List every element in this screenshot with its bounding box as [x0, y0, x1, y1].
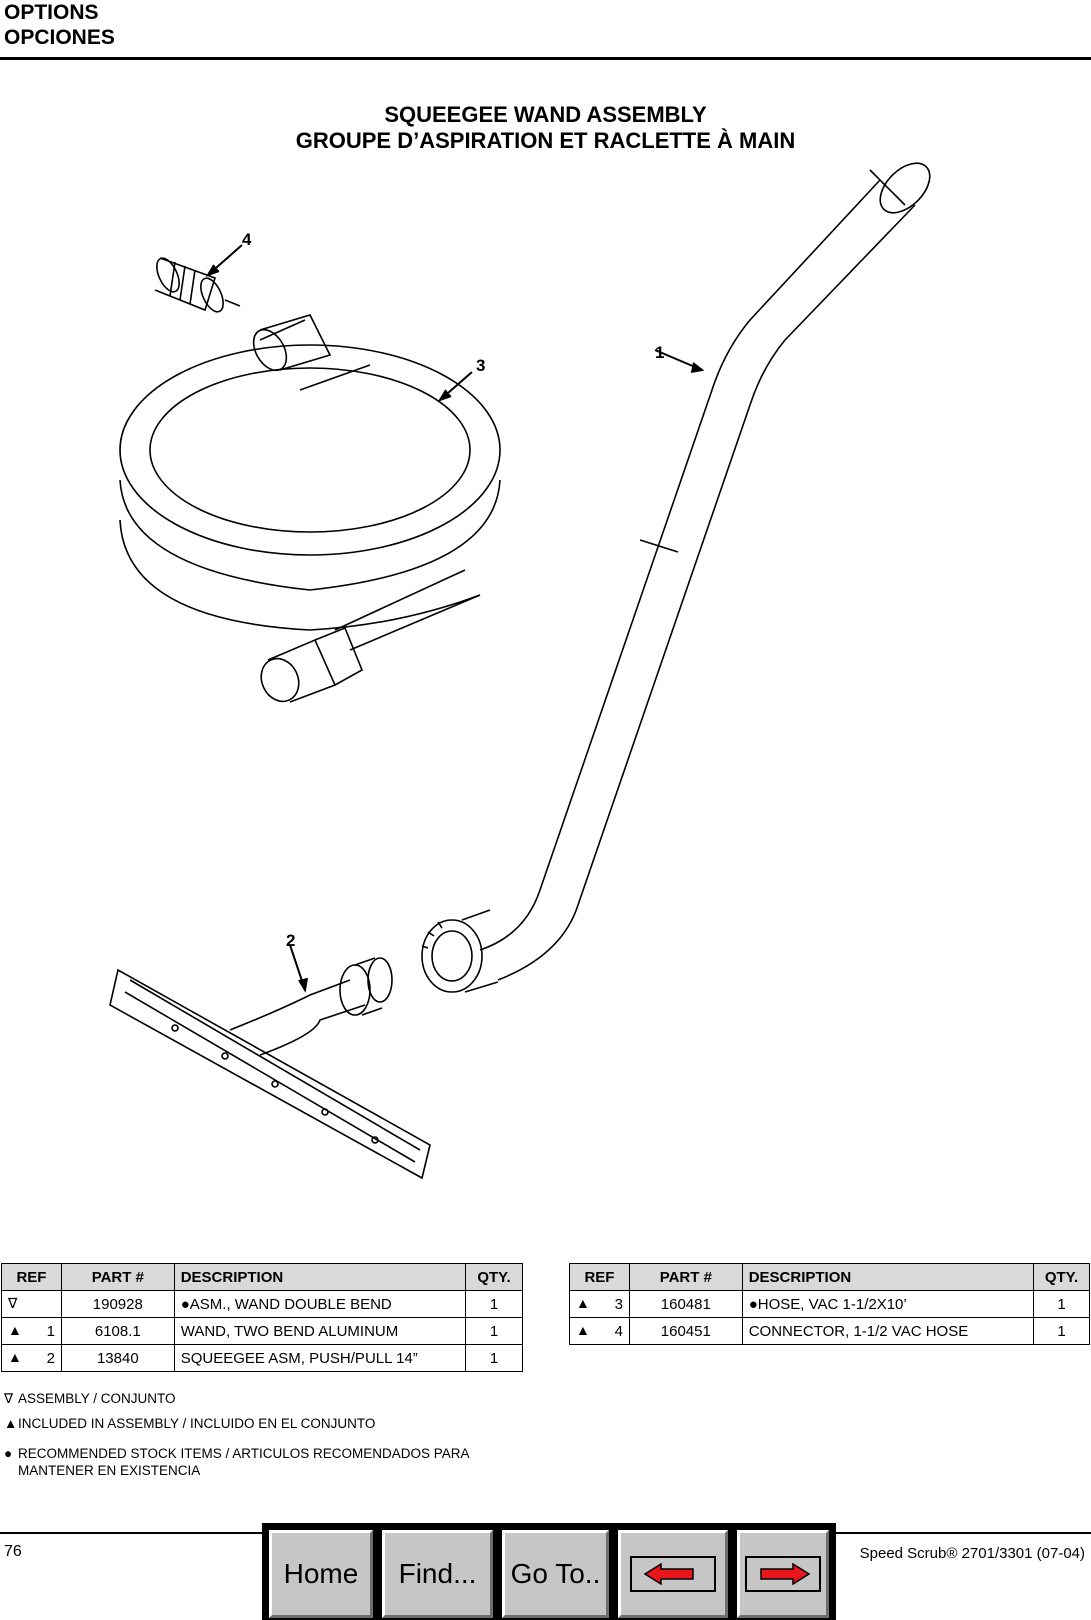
col-qty: QTY.: [1033, 1263, 1090, 1291]
included-symbol: ▲: [576, 1322, 590, 1338]
home-button[interactable]: Home: [269, 1530, 373, 1618]
table-row: ▲4 160451 CONNECTOR, 1-1/2 VAC HOSE 1: [569, 1317, 1090, 1345]
quantity: 1: [1033, 1290, 1090, 1318]
squeegee-illustration: [109, 957, 431, 1180]
quantity: 1: [465, 1317, 523, 1345]
assembly-symbol: ∇: [4, 1391, 14, 1406]
parts-table-right: REF PART # DESCRIPTION QTY. ▲3 160481 ●H…: [569, 1263, 1090, 1345]
part-number: 160481: [628, 1290, 743, 1318]
table-row: ▲3 160481 ●HOSE, VAC 1-1/2X10’ 1: [569, 1290, 1090, 1318]
part-number: 13840: [60, 1344, 175, 1372]
callout-2: 2: [286, 931, 295, 950]
hose-illustration: [119, 314, 501, 703]
section-heading-es: OPCIONES: [4, 26, 115, 49]
ref-number: 3: [614, 1295, 623, 1313]
col-part: PART #: [628, 1263, 743, 1291]
connector-illustration: [154, 257, 241, 313]
title-line-fr: GROUPE D’ASPIRATION ET RACLETTE À MAIN: [295, 128, 796, 153]
description: SQUEEGEE ASM, PUSH/PULL 14”: [173, 1344, 467, 1372]
col-part: PART #: [60, 1263, 175, 1291]
page-number: 76: [4, 1543, 22, 1560]
goto-label: Go To..: [510, 1558, 601, 1589]
section-heading: OPTIONS OPCIONES: [4, 0, 115, 50]
description: CONNECTOR, 1-1/2 VAC HOSE: [741, 1317, 1035, 1345]
table-header-row: REF PART # DESCRIPTION QTY.: [569, 1263, 1090, 1291]
ref-cell: ▲2: [1, 1344, 62, 1372]
stock-symbol: ●: [4, 1446, 13, 1461]
ref-number: 1: [46, 1322, 55, 1340]
callout-4: 4: [242, 230, 252, 249]
col-desc: DESCRIPTION: [173, 1263, 467, 1291]
table-row: ∇ 190928 ●ASM., WAND DOUBLE BEND 1: [1, 1290, 523, 1318]
col-qty: QTY.: [465, 1263, 523, 1291]
assembly-symbol: ∇: [8, 1295, 18, 1311]
home-label: Home: [283, 1558, 359, 1589]
legend-stock-text-1: RECOMMENDED STOCK ITEMS / ARTICULOS RECO…: [18, 1446, 470, 1461]
ref-number: 4: [614, 1322, 623, 1340]
title-line-en: SQUEEGEE WAND ASSEMBLY: [384, 102, 707, 127]
ref-cell: ▲4: [569, 1317, 630, 1345]
col-ref: REF: [569, 1263, 630, 1291]
legend-stock: ● RECOMMENDED STOCK ITEMS / ARTICULOS REC…: [4, 1445, 470, 1479]
back-button[interactable]: [618, 1530, 728, 1618]
description: WAND, TWO BEND ALUMINUM: [173, 1317, 467, 1345]
legend-assembly-text: ASSEMBLY / CONJUNTO: [18, 1391, 176, 1406]
included-symbol: ▲: [8, 1349, 22, 1365]
callout-3: 3: [476, 356, 485, 375]
goto-button[interactable]: Go To..: [502, 1530, 609, 1618]
included-symbol: ▲: [4, 1416, 18, 1431]
forward-button[interactable]: [737, 1530, 829, 1618]
legend-included-text: INCLUDED IN ASSEMBLY / INCLUIDO EN EL CO…: [18, 1416, 376, 1431]
header-rule: [0, 57, 1091, 60]
included-symbol: ▲: [576, 1295, 590, 1311]
col-desc: DESCRIPTION: [741, 1263, 1035, 1291]
part-number: 190928: [60, 1290, 175, 1318]
parts-table-left: REF PART # DESCRIPTION QTY. ∇ 190928 ●AS…: [1, 1263, 523, 1372]
ref-cell: ▲3: [569, 1290, 630, 1318]
page-title: SQUEEGEE WAND ASSEMBLY GROUPE D’ASPIRATI…: [0, 102, 1091, 154]
find-button[interactable]: Find...: [382, 1530, 493, 1618]
parts-drawing: 1 2 3 4: [109, 162, 931, 1180]
included-symbol: ▲: [8, 1322, 22, 1338]
find-label: Find...: [398, 1558, 477, 1589]
quantity: 1: [1033, 1317, 1090, 1345]
table-header-row: REF PART # DESCRIPTION QTY.: [1, 1263, 523, 1291]
legend-stock-text-2: MANTENER EN EXISTENCIA: [18, 1463, 201, 1478]
arrow-left-icon: [630, 1556, 716, 1592]
quantity: 1: [465, 1290, 523, 1318]
document-title: Speed Scrub® 2701/3301 (07-04): [859, 1545, 1085, 1562]
ref-cell: ∇: [1, 1290, 62, 1318]
ref-number: 2: [46, 1349, 55, 1367]
wand-illustration: [421, 162, 931, 993]
part-number: 160451: [628, 1317, 743, 1345]
part-number: 6108.1: [60, 1317, 175, 1345]
col-ref: REF: [1, 1263, 62, 1291]
legend-included: ▲INCLUDED IN ASSEMBLY / INCLUIDO EN EL C…: [4, 1415, 375, 1432]
navigation-bar: Home Find... Go To..: [262, 1523, 836, 1620]
description: ●HOSE, VAC 1-1/2X10’: [741, 1290, 1035, 1318]
arrow-right-icon: [745, 1556, 821, 1592]
section-heading-en: OPTIONS: [4, 1, 99, 24]
quantity: 1: [465, 1344, 523, 1372]
table-row: ▲1 6108.1 WAND, TWO BEND ALUMINUM 1: [1, 1317, 523, 1345]
legend-assembly: ∇ ASSEMBLY / CONJUNTO: [4, 1390, 176, 1407]
description: ●ASM., WAND DOUBLE BEND: [173, 1290, 467, 1318]
callout-1: 1: [655, 343, 664, 362]
ref-cell: ▲1: [1, 1317, 62, 1345]
table-row: ▲2 13840 SQUEEGEE ASM, PUSH/PULL 14” 1: [1, 1344, 523, 1372]
